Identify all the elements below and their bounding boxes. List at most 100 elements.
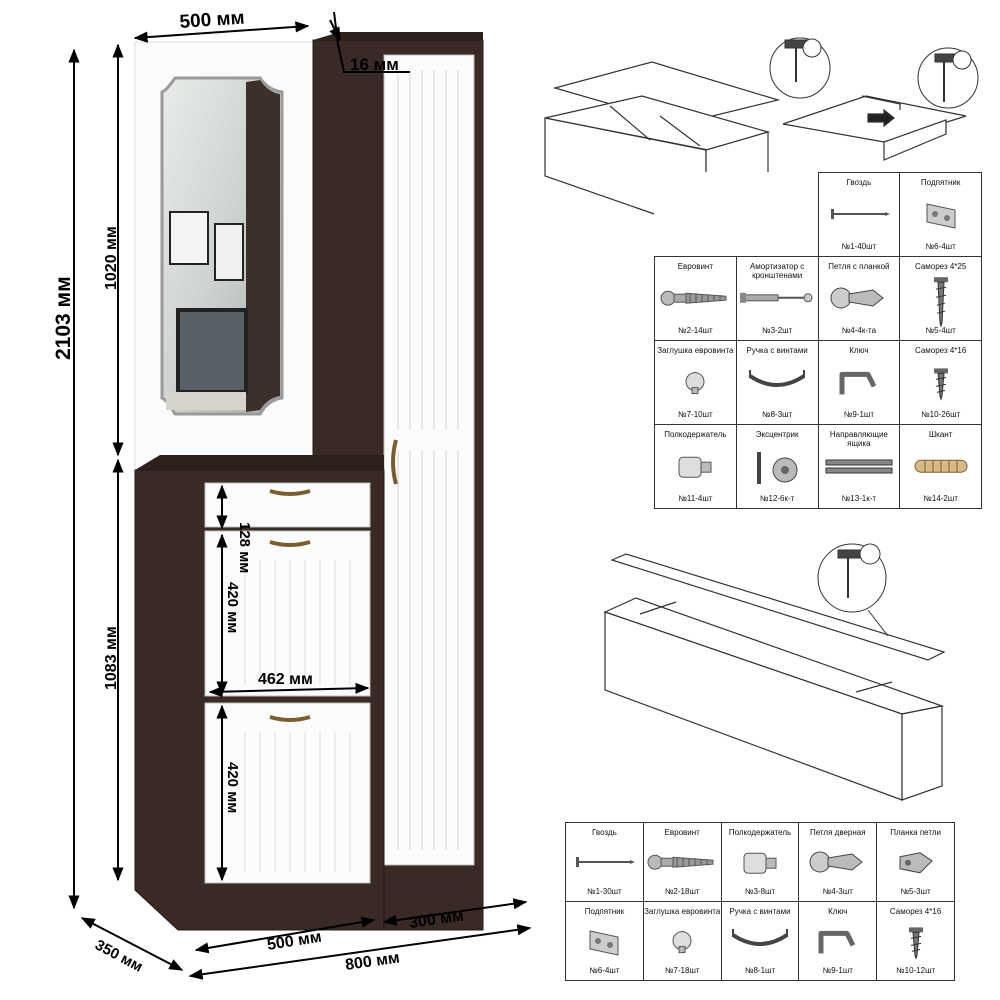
hammer-callout-1 (769, 37, 831, 99)
parts-table-2-cell: Полкодержатель №3-8шт (720, 822, 800, 902)
cap-icon (682, 370, 708, 401)
dim-lower-height: 1083 мм (103, 626, 120, 690)
dim-top-width: 500 мм (179, 7, 245, 32)
parts-table-1-row: Полкодержатель №11-4шт Эксцентрик №12-6к-т Н… (654, 424, 982, 509)
reflected-picture-2 (214, 223, 244, 281)
part-title: Евровинт (664, 828, 700, 837)
part-title: Саморез 4*25 (914, 262, 967, 271)
part-title: Полкодержатель (664, 430, 727, 439)
handle-icon (727, 927, 793, 962)
dimension-lines (68, 11, 532, 980)
part-count: №8-3шт (762, 410, 793, 419)
part-count: №7-10шт (678, 410, 713, 419)
foot-pad-icon (584, 927, 624, 962)
part-count: №10-26шт (921, 410, 961, 419)
part-title: Петля дверная (810, 828, 866, 837)
parts-table-1-cell: Гвоздь №1-40шт (817, 172, 901, 257)
parts-table-2-cell: Гвоздь №1-30шт (565, 822, 644, 902)
shoe-door-2 (204, 702, 371, 884)
part-count: №12-6к-т (759, 494, 795, 503)
part-count: №11-4шт (678, 494, 713, 503)
part-count: №9-1шт (843, 410, 874, 419)
hex-key-icon (836, 366, 882, 405)
part-title: Заглушка евровинта (657, 346, 734, 355)
short-screw-icon (931, 366, 951, 405)
parts-table-1-cell: Эксцентрик №12-6к-т (735, 424, 819, 509)
hammer-callout-3 (817, 543, 889, 637)
parts-table-1-cell (736, 173, 818, 257)
euroscrew-icon (647, 851, 717, 878)
shoe-door-2-handle (269, 715, 311, 722)
part-title: Полкодержатель (728, 828, 792, 837)
part-title: Ключ (849, 346, 869, 355)
part-title: Ручка с винтами (746, 346, 808, 355)
parts-table-1-cell: Амортизатор с кронштенами №3-2шт (735, 256, 819, 341)
dim-inner-width: 462 мм (258, 671, 313, 688)
parts-table-1-cell: Заглушка евровинта №7-10шт (654, 340, 737, 425)
part-title: Подпятник (920, 178, 961, 187)
part-count: №14-2шт (923, 494, 958, 503)
part-title: Подпятник (584, 907, 625, 916)
shoe-door-1 (204, 530, 371, 697)
wardrobe-illustration (134, 32, 484, 931)
part-title: Гвоздь (846, 178, 872, 187)
short-screw-icon (906, 925, 926, 964)
reflected-floor (166, 392, 246, 410)
gas-spring-icon (740, 289, 814, 312)
part-count: №3-8шт (744, 887, 776, 896)
parts-table-1-cell: Ручка с винтами №8-3шт (735, 340, 819, 425)
parts-table-2-cell: Заглушка евровинта №7-18шт (642, 901, 722, 981)
part-count: №7-18шт (664, 966, 700, 975)
parts-table-1-cell (655, 173, 737, 257)
part-title: Заглушка евровинта (644, 907, 721, 916)
reflected-picture-1 (169, 211, 209, 265)
shelf-pin-icon (675, 451, 715, 488)
dim-door-height-1: 420 мм (224, 582, 241, 633)
part-count: №4-4к-та (841, 326, 877, 335)
dim-mirror-height: 1020 мм (103, 226, 120, 290)
part-count: №8-1шт (744, 966, 776, 975)
part-title: Саморез 4*16 (889, 907, 942, 916)
part-count: №2-14шт (678, 326, 713, 335)
dim-panel-thickness: 16 мм (350, 55, 399, 74)
part-count: №5-3шт (900, 887, 931, 896)
cap-icon (669, 928, 695, 959)
foot-pad-icon (921, 200, 961, 235)
parts-table-1-cell: Саморез 4*16 №10-26шт (899, 340, 982, 425)
dim-depth: 350 мм (92, 937, 145, 976)
drawer-front (204, 482, 371, 528)
part-title: Петля с планкой (828, 262, 890, 271)
part-title: Гвоздь (592, 828, 617, 837)
part-title: Шкант (928, 430, 953, 439)
part-count: №1-40шт (841, 242, 877, 251)
part-title: Эксцентрик (755, 430, 799, 439)
part-title: Саморез 4*16 (914, 346, 967, 355)
part-count: №1-30шт (587, 887, 622, 896)
tall-cabinet-top (313, 32, 483, 40)
part-count: №3-2шт (762, 326, 793, 335)
reflected-tv (176, 308, 248, 394)
dim-door-height-2: 420 мм (224, 762, 241, 813)
euroscrew-icon (660, 287, 730, 314)
nail-icon (572, 852, 636, 877)
hex-key-icon (815, 925, 861, 964)
part-title: Амортизатор с кронштенами (749, 262, 805, 280)
hinge-icon (827, 284, 891, 319)
mirror-reflection-dark (246, 80, 280, 412)
drawer-handle (269, 489, 311, 496)
part-count: №9-1шт (822, 966, 853, 975)
tall-door-handle (391, 439, 398, 485)
